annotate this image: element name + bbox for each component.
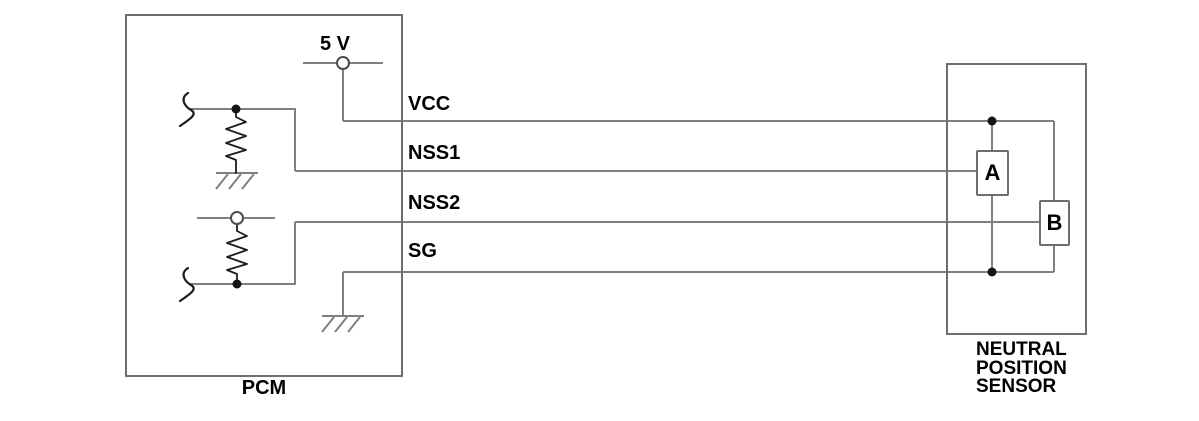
junction-dot-vcc-sensor bbox=[987, 116, 997, 126]
sensor-name-line-1: NEUTRAL bbox=[976, 339, 1067, 360]
component-b-box: B bbox=[1039, 200, 1070, 246]
pin-label-nss1: NSS1 bbox=[408, 142, 461, 164]
component-a-label: A bbox=[984, 160, 1001, 185]
component-a-box: A bbox=[976, 150, 1009, 196]
pcm-label: PCM bbox=[241, 377, 287, 399]
junction-dot-nss2 bbox=[232, 279, 242, 289]
supply-terminal-icon bbox=[336, 56, 350, 70]
component-b-label: B bbox=[1046, 210, 1063, 235]
pin-label-sg: SG bbox=[408, 240, 437, 262]
sensor-name-line-2: POSITION bbox=[976, 357, 1067, 379]
wire-break-2-icon bbox=[178, 266, 195, 303]
ground-1-icon bbox=[215, 172, 258, 190]
pin-label-nss2: NSS2 bbox=[408, 192, 461, 214]
sensor-box bbox=[946, 63, 1087, 335]
pin-label-vcc: VCC bbox=[408, 93, 451, 115]
nss2-feed-wire bbox=[189, 222, 296, 285]
pcm-box bbox=[125, 14, 403, 377]
nss1-feed-wire bbox=[189, 108, 296, 171]
resistor-1-icon bbox=[225, 108, 247, 174]
wire-break-1-icon bbox=[178, 91, 195, 128]
resistor-2-icon bbox=[226, 223, 248, 285]
junction-dot-nss1 bbox=[231, 104, 241, 114]
sensor-name-label: NEUTRAL POSITION SENSOR bbox=[976, 339, 1067, 397]
junction-dot-sg-sensor bbox=[987, 267, 997, 277]
sensor-name-line-3: SENSOR bbox=[976, 376, 1057, 397]
supply-voltage-label: 5 V bbox=[320, 33, 351, 55]
ground-2-icon bbox=[321, 315, 364, 333]
nss2-terminal-icon bbox=[230, 211, 244, 225]
